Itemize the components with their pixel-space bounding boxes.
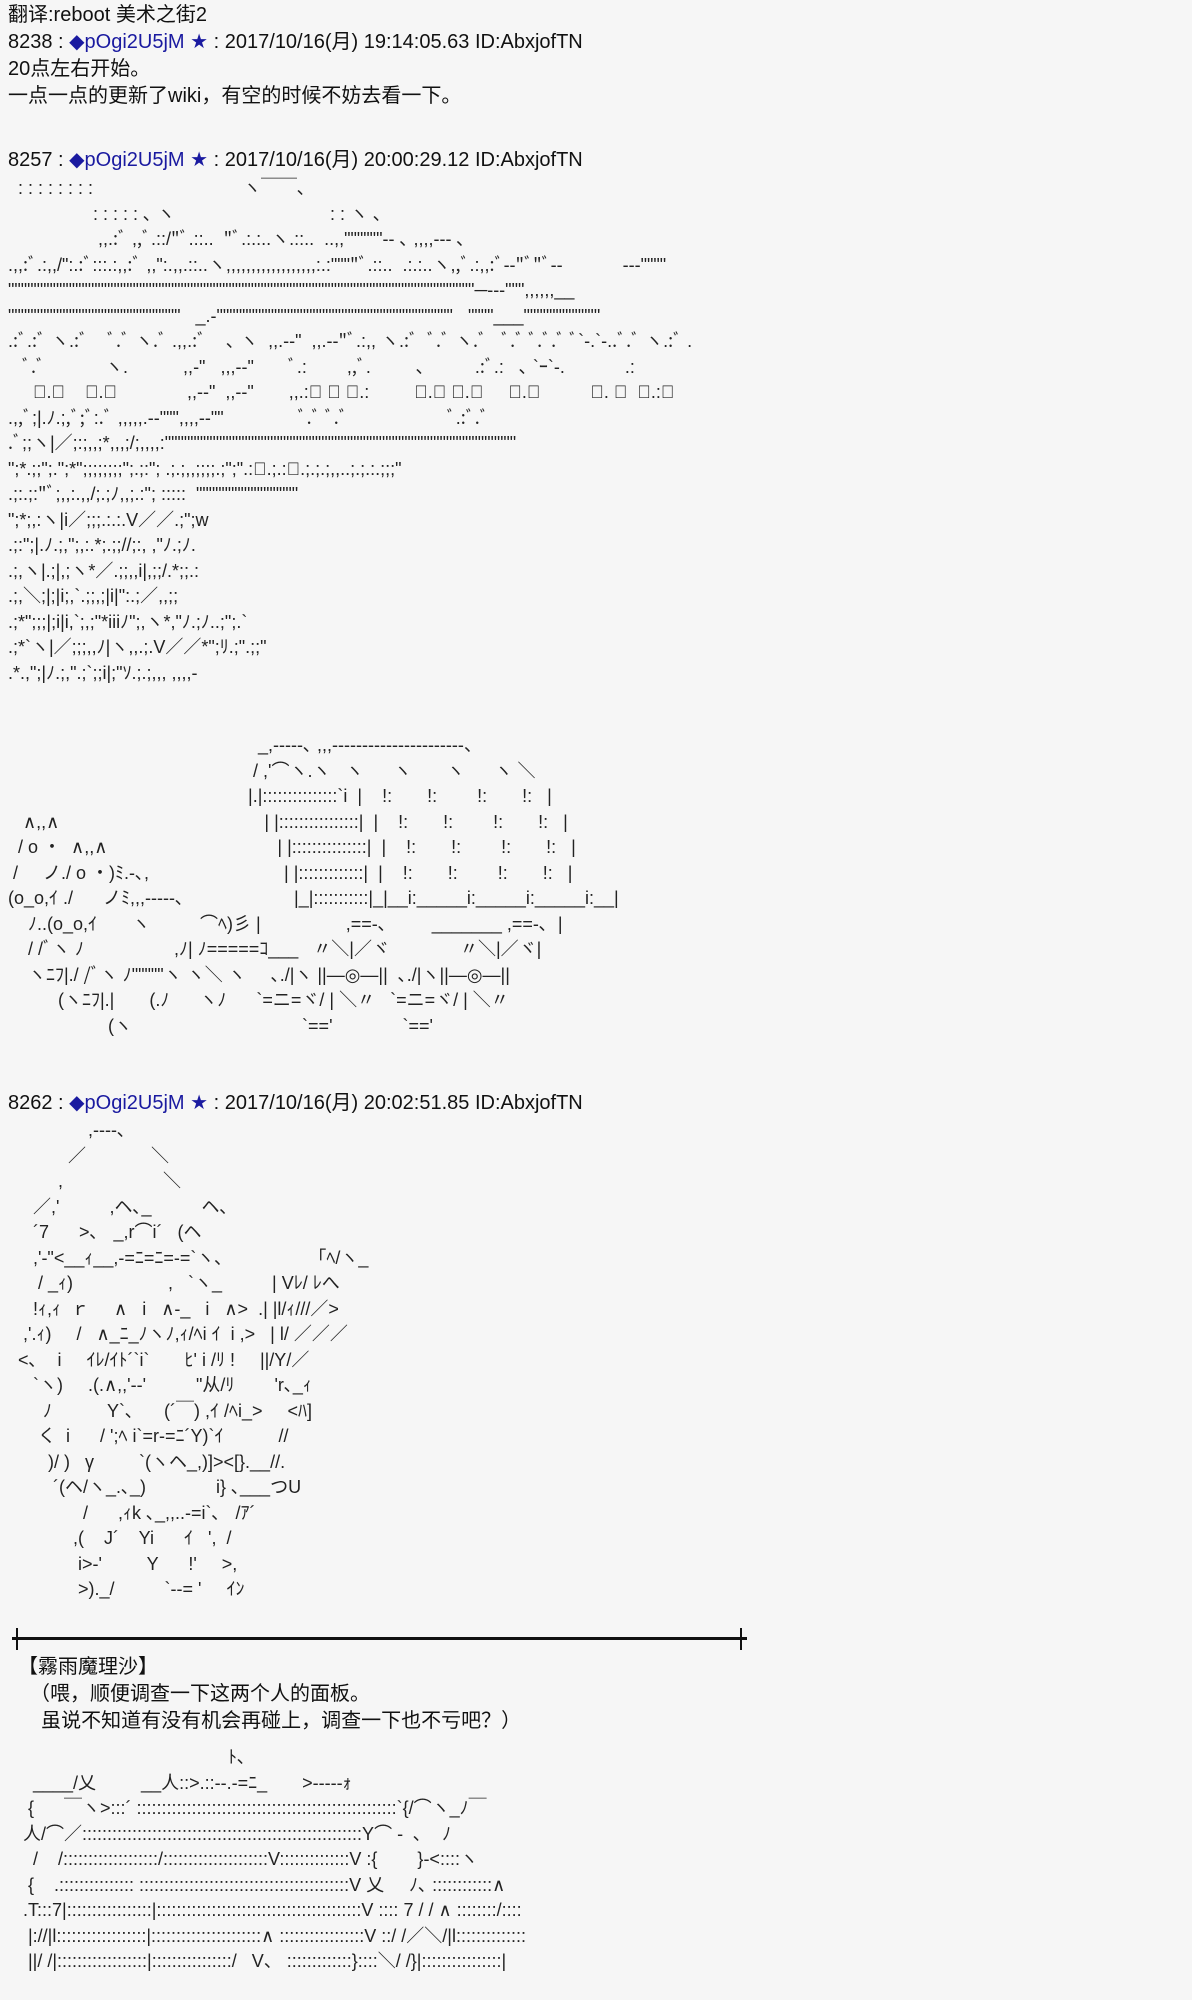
- post-number: 8257: [8, 149, 53, 171]
- tripcode-link[interactable]: ◆pOgi2U5jM: [69, 1092, 185, 1114]
- dialogue-line: （喂，顺便调查一下这两个人的面板。: [30, 1683, 370, 1705]
- post-date-id: : 2017/10/16(月) 20:02:51.85 ID:AbxjofTN: [208, 1092, 583, 1114]
- ascii-art-character: ,-‐‐-､ ／ ＼ , ＼ ／,' ,ヘ､_ ヘ､ ´7 >､ _,r⌒i´ …: [18, 1120, 369, 1599]
- divider-right-tick: [740, 1628, 742, 1650]
- post-header-8238: 8238 : ◆pOgi2U5jM ★ : 2017/10/16(月) 19:1…: [8, 29, 583, 56]
- post-header-8257: 8257 : ◆pOgi2U5jM ★ : 2017/10/16(月) 20:0…: [8, 147, 583, 174]
- tripcode-link[interactable]: ◆pOgi2U5jM: [69, 31, 185, 53]
- speaker-name: 【霧雨魔理沙】: [18, 1656, 158, 1678]
- separator: :: [52, 149, 70, 171]
- separator: :: [52, 1092, 70, 1114]
- ascii-art-horse-wagon: _,-‐‐‐-､ ,,,-‐‐‐‐‐‐‐‐‐‐‐‐‐‐‐‐‐-‐‐-、 / ,'…: [8, 735, 619, 1036]
- star-icon: ★: [190, 149, 209, 171]
- divider-line: [12, 1637, 747, 1640]
- star-icon: ★: [190, 31, 209, 53]
- ascii-art-bottom: ﾄ､ ____/乂 __人::>.::‐‐.‐=ﾆ_ >‐‐‐‐‐ｫ { ￣ヽ>…: [23, 1747, 526, 1971]
- post-number: 8238: [8, 31, 53, 53]
- thread-title: 翻译:reboot 美术之街2: [8, 4, 207, 26]
- tripcode-link[interactable]: ◆pOgi2U5jM: [69, 149, 185, 171]
- post-date-id: : 2017/10/16(月) 19:14:05.63 ID:AbxjofTN: [208, 31, 583, 53]
- post-body-line: 一点一点的更新了wiki，有空的时候不妨去看一下。: [8, 85, 462, 107]
- post-number: 8262: [8, 1092, 53, 1114]
- post-header-8262: 8262 : ◆pOgi2U5jM ★ : 2017/10/16(月) 20:0…: [8, 1090, 583, 1117]
- separator: :: [52, 31, 70, 53]
- post-body-line: 20点左右开始。: [8, 58, 151, 80]
- dialogue-line: 虽说不知道有没有机会再碰上，调查一下也不亏吧？）: [30, 1710, 522, 1732]
- star-icon: ★: [190, 1092, 209, 1114]
- ascii-art-landscape: : : : : : : : : ヽ￣￣､ : : : : : ､ ヽ : : ヽ…: [8, 178, 693, 683]
- post-date-id: : 2017/10/16(月) 20:00:29.12 ID:AbxjofTN: [208, 149, 583, 171]
